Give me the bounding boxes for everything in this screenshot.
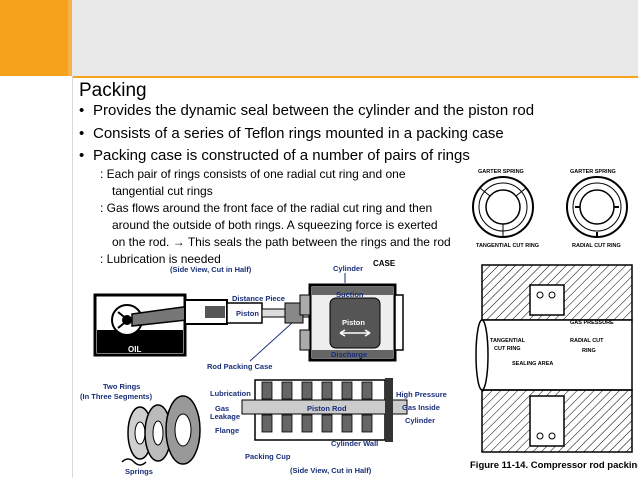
bullet-item: •Packing case is constructed of a number… — [79, 147, 470, 164]
cylinder-wall-label: Cylinder Wall — [331, 439, 378, 448]
bullet-item: •Provides the dynamic seal between the c… — [79, 102, 535, 119]
tangential-cut-ring-label: TANGENTIAL CUT RING — [476, 243, 539, 249]
title-divider — [72, 76, 638, 78]
compressor-diagram: CASE (Side View, Cut in Half) Cylinder O… — [93, 259, 404, 371]
piston-rod-label: Piston Rod — [236, 309, 276, 318]
bullet-text: Packing case is constructed of a number … — [93, 147, 470, 164]
distance-piece-label: Distance Piece — [232, 294, 285, 303]
top-view-label: (Side View, Cut in Half) — [170, 265, 252, 274]
packing-cup-label: Packing Cup — [245, 452, 291, 461]
radial-cut-ring-label: RADIAL CUT RING — [572, 243, 621, 249]
lubrication-label: Lubrication — [210, 389, 251, 398]
suction-label: Suction — [336, 290, 364, 299]
springs-label: Springs — [125, 467, 153, 476]
figure-caption: Figure 11-14. Compressor rod packing. — [470, 460, 638, 471]
tangential-label-2a: TANGENTIAL — [490, 338, 526, 344]
high-pressure-label: High Pressure — [396, 390, 447, 399]
bullet-text: Provides the dynamic seal between the cy… — [93, 102, 535, 119]
sub-line: : Gas flows around the front face of the… — [100, 201, 433, 215]
sub-line: around the outside of both rings. A sque… — [112, 218, 438, 232]
radial-label-2a: RADIAL CUT — [570, 338, 604, 344]
bottom-view-label: (Side View, Cut in Half) — [290, 466, 372, 475]
garter-spring-label-1: GARTER SPRING — [478, 169, 524, 175]
bullet-text: Consists of a series of Teflon rings mou… — [93, 125, 504, 142]
three-segments-label: (In Three Segments) — [80, 392, 153, 401]
gas-pressure-label: GAS PRESSURE — [570, 320, 614, 326]
accent-strip — [68, 0, 72, 76]
cylinder-label-2: Cylinder — [405, 416, 435, 425]
garter-spring-label-2: GARTER SPRING — [570, 169, 616, 175]
radial-label-2b: RING — [582, 348, 596, 354]
case-label: CASE — [373, 259, 396, 268]
accent-block — [0, 0, 68, 76]
tangential-label-2b: CUT RING — [494, 346, 521, 352]
packing-rings-diagram: Two Rings (In Three Segments) Springs Lu… — [80, 378, 447, 476]
sub-line: : Lubrication is needed — [100, 252, 221, 266]
two-rings-label: Two Rings — [103, 382, 140, 391]
sub-line: : Each pair of rings consists of one rad… — [100, 167, 406, 181]
sub-line: tangential cut rings — [112, 184, 213, 198]
sub-line: on the rod. → This seals the path betwee… — [112, 235, 451, 249]
sealing-area-label: SEALING AREA — [512, 361, 553, 367]
header-bar — [0, 0, 638, 76]
piston-rod-label-2: Piston Rod — [307, 404, 347, 413]
flange-label: Flange — [215, 426, 239, 435]
discharge-label: Discharge — [331, 350, 367, 359]
piston-label: Piston — [342, 318, 365, 327]
rod-packing-case-label: Rod Packing Case — [207, 362, 272, 371]
left-rule — [72, 76, 73, 478]
slide-title: Packing — [79, 80, 147, 101]
cylinder-label: Cylinder — [333, 264, 363, 273]
sealing-cross-section: GAS PRESSURE TANGENTIAL CUT RING RADIAL … — [475, 264, 633, 453]
oil-label: OIL — [128, 345, 141, 354]
bullet-item: •Consists of a series of Teflon rings mo… — [79, 125, 504, 142]
gas-leakage-label-1: Gas — [215, 404, 229, 413]
gas-leakage-label-2: Leakage — [210, 412, 240, 421]
ring-types-diagram: GARTER SPRING GARTER SPRING TANGENTIAL C… — [472, 169, 628, 249]
gas-inside-label: Gas Inside — [402, 403, 440, 412]
